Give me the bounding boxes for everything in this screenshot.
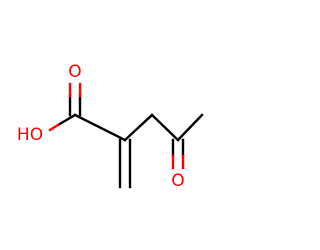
bond-c1-oh-red bbox=[48, 123, 60, 132]
atom-label-ketone-oxygen: O bbox=[171, 171, 184, 191]
bond-c1-oh bbox=[56, 113, 77, 127]
bond-c3-c4 bbox=[150, 113, 180, 142]
bond-c4-ch3 bbox=[176, 113, 204, 142]
chemical-structure: O HO O bbox=[17, 62, 204, 191]
atom-label-carbonyl-oxygen: O bbox=[68, 62, 81, 82]
bond-c1-c2 bbox=[73, 113, 127, 142]
bond-c2-c3 bbox=[123, 113, 154, 142]
atom-label-hydroxyl: HO bbox=[17, 125, 43, 145]
